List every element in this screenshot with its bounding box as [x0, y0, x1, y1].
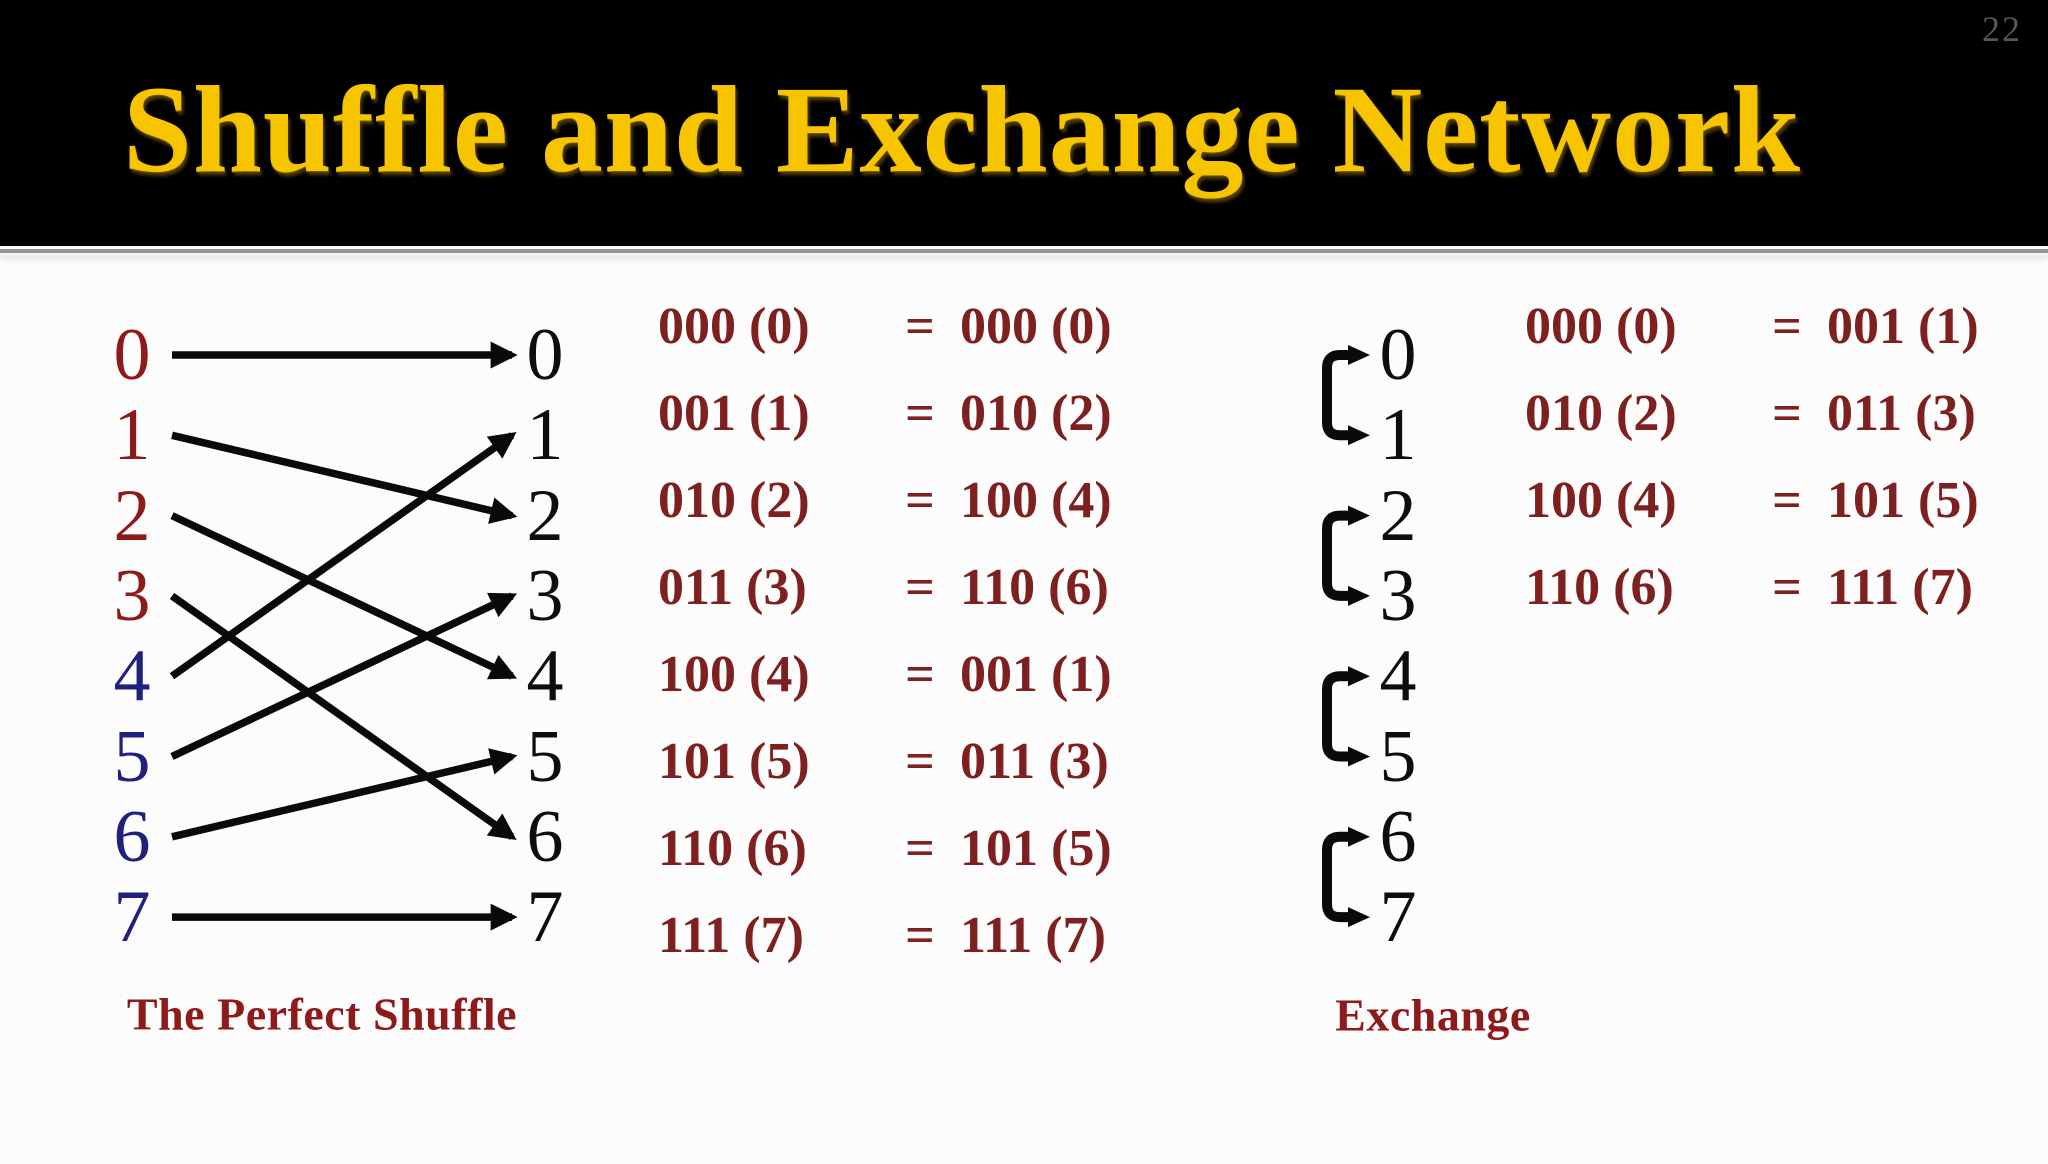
- equation-left-operand: 010 (2): [658, 472, 810, 529]
- shuffle-left-node-label: 3: [113, 554, 151, 637]
- equation-left-operand: 101 (5): [658, 733, 810, 790]
- exchange-arrowhead: [1348, 826, 1370, 847]
- equals-sign: =: [905, 646, 935, 703]
- shuffle-right-node-label: 1: [526, 394, 564, 477]
- page-number: 22: [1982, 9, 2022, 49]
- shuffle-left-node-label: 4: [113, 635, 151, 718]
- equals-sign: =: [1772, 559, 1802, 616]
- equals-sign: =: [1772, 385, 1802, 442]
- shuffle-equation-row: 001 (1) = 010 (2): [658, 388, 1112, 440]
- equals-sign: =: [905, 733, 935, 790]
- equation-left-operand: 000 (0): [658, 298, 810, 355]
- exchange-arrowhead: [1348, 345, 1370, 365]
- equation-right-operand: 000 (0): [960, 298, 1112, 355]
- equals-sign: =: [905, 559, 935, 616]
- equation-left-operand: 001 (1): [658, 385, 810, 442]
- shuffle-equation-row: 101 (5) = 011 (3): [658, 736, 1109, 788]
- equation-right-operand: 111 (7): [960, 907, 1106, 964]
- exchange-equation-row: 110 (6) = 111 (7): [1525, 562, 1973, 614]
- exchange-bracket: [1322, 671, 1350, 762]
- shuffle-equation-row: 111 (7) = 111 (7): [658, 910, 1106, 962]
- shuffle-left-node-label: 2: [113, 474, 151, 557]
- exchange-node-label: 0: [1379, 314, 1417, 396]
- equation-right-operand: 101 (5): [960, 820, 1112, 877]
- equation-left-operand: 100 (4): [1525, 472, 1677, 529]
- shuffle-left-node-label: 0: [113, 314, 151, 396]
- shuffle-left-node-label: 5: [113, 715, 151, 798]
- exchange-bracket: [1322, 831, 1350, 923]
- shuffle-right-node-label: 0: [526, 314, 564, 396]
- shuffle-right-node-label: 3: [526, 554, 564, 637]
- equation-left-operand: 011 (3): [658, 559, 807, 616]
- shuffle-left-node-label: 1: [113, 394, 151, 477]
- equation-right-operand: 100 (4): [960, 472, 1112, 529]
- equals-sign: =: [905, 820, 935, 877]
- shuffle-right-node-label: 4: [526, 635, 564, 718]
- shuffle-left-node-label: 7: [113, 876, 151, 959]
- shuffle-arrow: [169, 592, 517, 841]
- exchange-arrowhead: [1348, 505, 1370, 526]
- shuffle-arrow: [169, 432, 517, 680]
- equation-right-operand: 011 (3): [960, 733, 1109, 790]
- shuffle-left-node-label: 6: [113, 795, 151, 878]
- equation-left-operand: 100 (4): [658, 646, 810, 703]
- shuffle-right-node-label: 6: [526, 795, 564, 878]
- exchange-equation-row: 010 (2) = 011 (3): [1525, 388, 1976, 440]
- equation-left-operand: 110 (6): [1525, 559, 1674, 616]
- shuffle-right-node-label: 5: [526, 715, 564, 798]
- shuffle-arrow: [170, 512, 518, 680]
- exchange-node-label: 3: [1379, 554, 1417, 637]
- exchange-arrowhead: [1348, 746, 1370, 767]
- equals-sign: =: [905, 385, 935, 442]
- slide-title: Shuffle and Exchange Network: [123, 61, 1802, 198]
- exchange-node-label: 5: [1379, 715, 1417, 798]
- shuffle-arrow: [171, 748, 518, 841]
- exchange-equation-row: 000 (0) = 001 (1): [1525, 301, 1979, 353]
- exchange-bracket: [1322, 350, 1350, 441]
- exchange-equation-row: 100 (4) = 101 (5): [1525, 475, 1979, 527]
- exchange-arrowhead: [1348, 666, 1370, 687]
- exchange-bracket: [1322, 510, 1350, 601]
- equation-right-operand: 010 (2): [960, 385, 1112, 442]
- title-bar: 22 Shuffle and Exchange Network: [0, 0, 2048, 246]
- equation-left-operand: 010 (2): [1525, 385, 1677, 442]
- exchange-node-label: 2: [1379, 474, 1417, 557]
- shuffle-arrow: [170, 592, 518, 760]
- exchange-caption: Exchange: [1335, 989, 1531, 1041]
- exchange-node-label: 4: [1379, 635, 1417, 718]
- exchange-arrowhead: [1348, 425, 1370, 446]
- perfect-shuffle-arrows: [169, 341, 518, 931]
- exchange-node-label: 6: [1379, 795, 1417, 878]
- equation-left-operand: 000 (0): [1525, 298, 1677, 355]
- exchange-node-label: 7: [1379, 876, 1417, 959]
- equation-right-operand: 110 (6): [960, 559, 1109, 616]
- equals-sign: =: [905, 472, 935, 529]
- exchange-arrowhead: [1348, 585, 1370, 606]
- shuffle-equation-row: 010 (2) = 100 (4): [658, 475, 1112, 527]
- header-divider: [0, 249, 2048, 253]
- shuffle-caption: The Perfect Shuffle: [126, 988, 518, 1040]
- shuffle-arrow: [171, 431, 518, 524]
- equation-left-operand: 111 (7): [658, 907, 804, 964]
- equation-right-operand: 011 (3): [1827, 385, 1976, 442]
- exchange-arrowhead: [1348, 907, 1370, 928]
- shuffle-right-node-label: 7: [526, 876, 564, 959]
- shuffle-equation-row: 100 (4) = 001 (1): [658, 649, 1112, 701]
- equation-right-operand: 001 (1): [960, 646, 1112, 703]
- shuffle-equation-row: 110 (6) = 101 (5): [658, 823, 1112, 875]
- equals-sign: =: [1772, 472, 1802, 529]
- exchange-node-label: 1: [1379, 394, 1417, 477]
- shuffle-equation-row: 011 (3) = 110 (6): [658, 562, 1109, 614]
- shuffle-equation-row: 000 (0) = 000 (0): [658, 301, 1112, 353]
- shuffle-right-node-label: 2: [526, 474, 564, 557]
- equation-right-operand: 001 (1): [1827, 298, 1979, 355]
- equation-right-operand: 101 (5): [1827, 472, 1979, 529]
- equation-left-operand: 110 (6): [658, 820, 807, 877]
- equals-sign: =: [905, 298, 935, 355]
- equals-sign: =: [905, 907, 935, 964]
- equation-right-operand: 111 (7): [1827, 559, 1973, 616]
- exchange-arrows: [1322, 345, 1370, 928]
- equals-sign: =: [1772, 298, 1802, 355]
